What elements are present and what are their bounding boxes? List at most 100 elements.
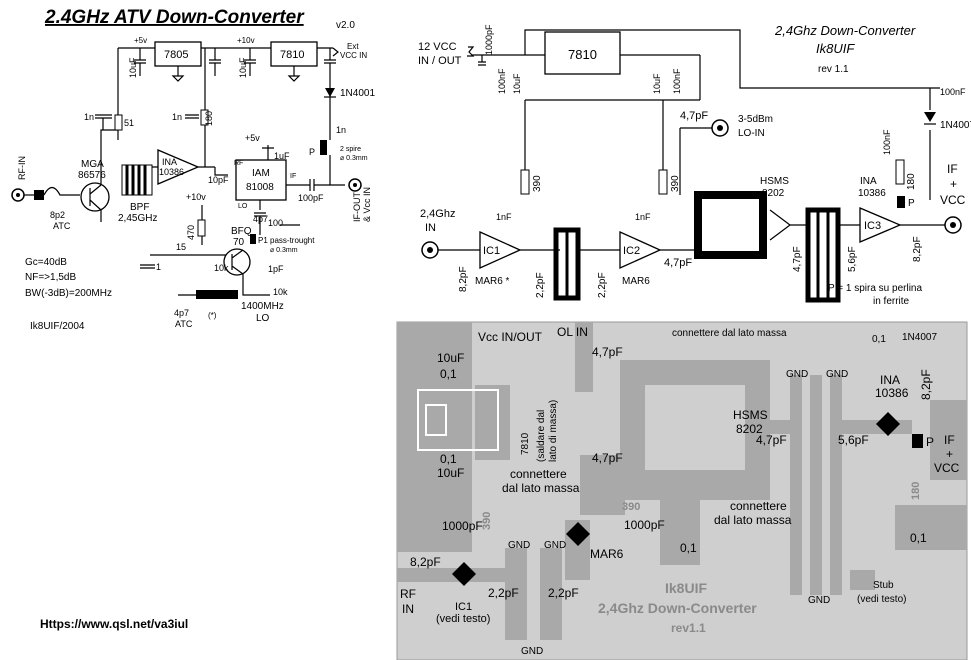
pcb-c8p2-b: 8,2pF <box>410 555 441 569</box>
pcb-c01-c: 0,1 <box>680 541 697 555</box>
hsms-num: 8202 <box>762 188 785 199</box>
pcb-mar6: MAR6 <box>590 547 624 561</box>
r470: 470 <box>186 225 196 240</box>
pcb-vedi-b: (vedi testo) <box>857 594 906 605</box>
bpf-freq: 2,45GHz <box>118 213 157 224</box>
lo-label: LO <box>256 313 270 324</box>
if-right: IF <box>947 162 958 176</box>
pcb-mar6-chip <box>566 522 590 546</box>
pcb-conn2-b: dal lato massa <box>714 513 792 527</box>
pcb-conn-top: connettere dal lato massa <box>672 328 787 339</box>
c10pf: 10pF <box>208 175 229 185</box>
c8p2-out: 8,2pF <box>912 236 923 262</box>
mga-label: MGA <box>81 159 104 170</box>
c1000pf-top: 1000pF <box>484 24 494 55</box>
pcb-gnd-a: GND <box>786 369 808 380</box>
c1n-a: 1n <box>84 112 94 122</box>
r390-a: 390 <box>532 175 543 192</box>
left-schematic: 2.4GHz ATV Down-Converter v2.0 7805 7810… <box>11 7 375 631</box>
pcb-c10uf-b: 10uF <box>437 466 464 480</box>
right-title1: 2,4Ghz Down-Converter <box>774 23 916 38</box>
pcb-c10uf-a: 10uF <box>437 351 464 365</box>
wire-dia: ⌀ 0.3mm <box>340 155 368 162</box>
iam-if: IF <box>290 173 296 180</box>
pcb-in: IN <box>402 602 414 616</box>
lo-dbm: 3-5dBm <box>738 114 773 125</box>
p-right: P <box>908 198 915 209</box>
pcb-vcc-in-out: Vcc IN/OUT <box>478 330 543 344</box>
p1: P1 pass-trought <box>258 236 315 245</box>
spire: 2 spire <box>340 146 361 153</box>
pcb-plus: + <box>946 447 953 461</box>
p-note2: in ferrite <box>873 296 910 307</box>
pcb-gnd-e: GND <box>544 540 566 551</box>
c100nf-a: 100nF <box>497 68 507 94</box>
pcb-brand3: rev1.1 <box>671 621 706 635</box>
ic2-label: IC2 <box>623 245 640 257</box>
pcb-gnd-b: GND <box>826 369 848 380</box>
iam-mixer <box>235 159 287 201</box>
c1nf-a: 1nF <box>496 212 512 222</box>
vcc-12: 12 VCC <box>418 41 457 53</box>
vcc-right: VCC <box>940 193 966 207</box>
c5p6: 5,6pF <box>847 246 858 272</box>
c100nf-b: 100nF <box>672 68 682 94</box>
c1n-diode: 1n <box>336 125 346 135</box>
pcb-c1000p-b: 1000pF <box>624 518 665 532</box>
pcb-7810: 7810 <box>520 432 531 455</box>
plus-right: + <box>950 177 957 191</box>
c10u-1: 10uF <box>128 57 138 78</box>
c4p7-c: 4,7pF <box>792 246 803 272</box>
pcb-brand1: Ik8UIF <box>665 580 707 596</box>
atc-lo: ATC <box>175 319 193 329</box>
pcb-r390-b: 390 <box>481 512 493 530</box>
left-version: v2.0 <box>336 20 355 31</box>
c8p2-left: 8p2 <box>50 210 65 220</box>
c1uf: 1uF <box>274 151 290 161</box>
filter-2 <box>805 207 841 303</box>
in-24ghz: 2,4Ghz <box>420 208 455 220</box>
pcb-conn1: connettere <box>510 467 567 481</box>
mga-num: 86576 <box>78 170 106 181</box>
v5-iam: +5v <box>245 133 260 143</box>
iam-rf: RF <box>234 160 243 167</box>
c4p7-b: 4,7pF <box>664 257 692 269</box>
lo-stripline <box>196 290 238 299</box>
gain: Gc=40dB <box>25 257 67 268</box>
pcb-ic1-chip <box>452 562 476 586</box>
ic2-amp <box>619 230 662 270</box>
pcb-hsms-num: 8202 <box>736 422 763 436</box>
v5-label: +5v <box>134 36 147 45</box>
c2p2-b: 2,2pF <box>597 272 608 298</box>
reg-7810-right-label: 7810 <box>568 47 597 62</box>
pcb-c01-a: 0,1 <box>440 367 457 381</box>
left-title: 2.4GHz ATV Down-Converter <box>44 7 305 28</box>
pcb-conn1-b: connettere <box>730 499 787 513</box>
bpf-label: BPF <box>130 202 149 213</box>
c10u-2: 10uF <box>238 57 248 78</box>
bfq-transistor <box>223 248 251 276</box>
c1n-b: 1n <box>172 112 182 122</box>
c2p2-a: 2,2pF <box>535 272 546 298</box>
c4p7-lo-right: 4,7pF <box>680 110 708 122</box>
c100pf-left: 100pF <box>298 193 324 203</box>
ina-num: 10386 <box>159 167 184 177</box>
hsms-label: HSMS <box>760 176 789 187</box>
ext-label: Ext <box>347 42 359 51</box>
c1nf-b: 1nF <box>635 212 651 222</box>
r10k-a: 10k <box>214 263 229 273</box>
r51: 51 <box>124 118 134 128</box>
in-out: IN / OUT <box>418 55 462 67</box>
pcb-gnd-c: GND <box>808 595 830 606</box>
r15: 15 <box>176 242 186 252</box>
star-note: (*) <box>208 311 217 320</box>
lo-in: LO-IN <box>738 128 765 139</box>
pcb-c5p6: 5,6pF <box>838 433 869 447</box>
p1-wire: ⌀ 0.3mm <box>270 247 298 254</box>
d1n4007-right: 1N4007 <box>940 120 971 131</box>
p-note: P = 1 spira su perlina <box>828 283 922 294</box>
r100: 100 <box>268 218 283 228</box>
pcb-regnote1: (saldare dal <box>536 410 547 462</box>
ina-num-right: 10386 <box>858 188 886 199</box>
